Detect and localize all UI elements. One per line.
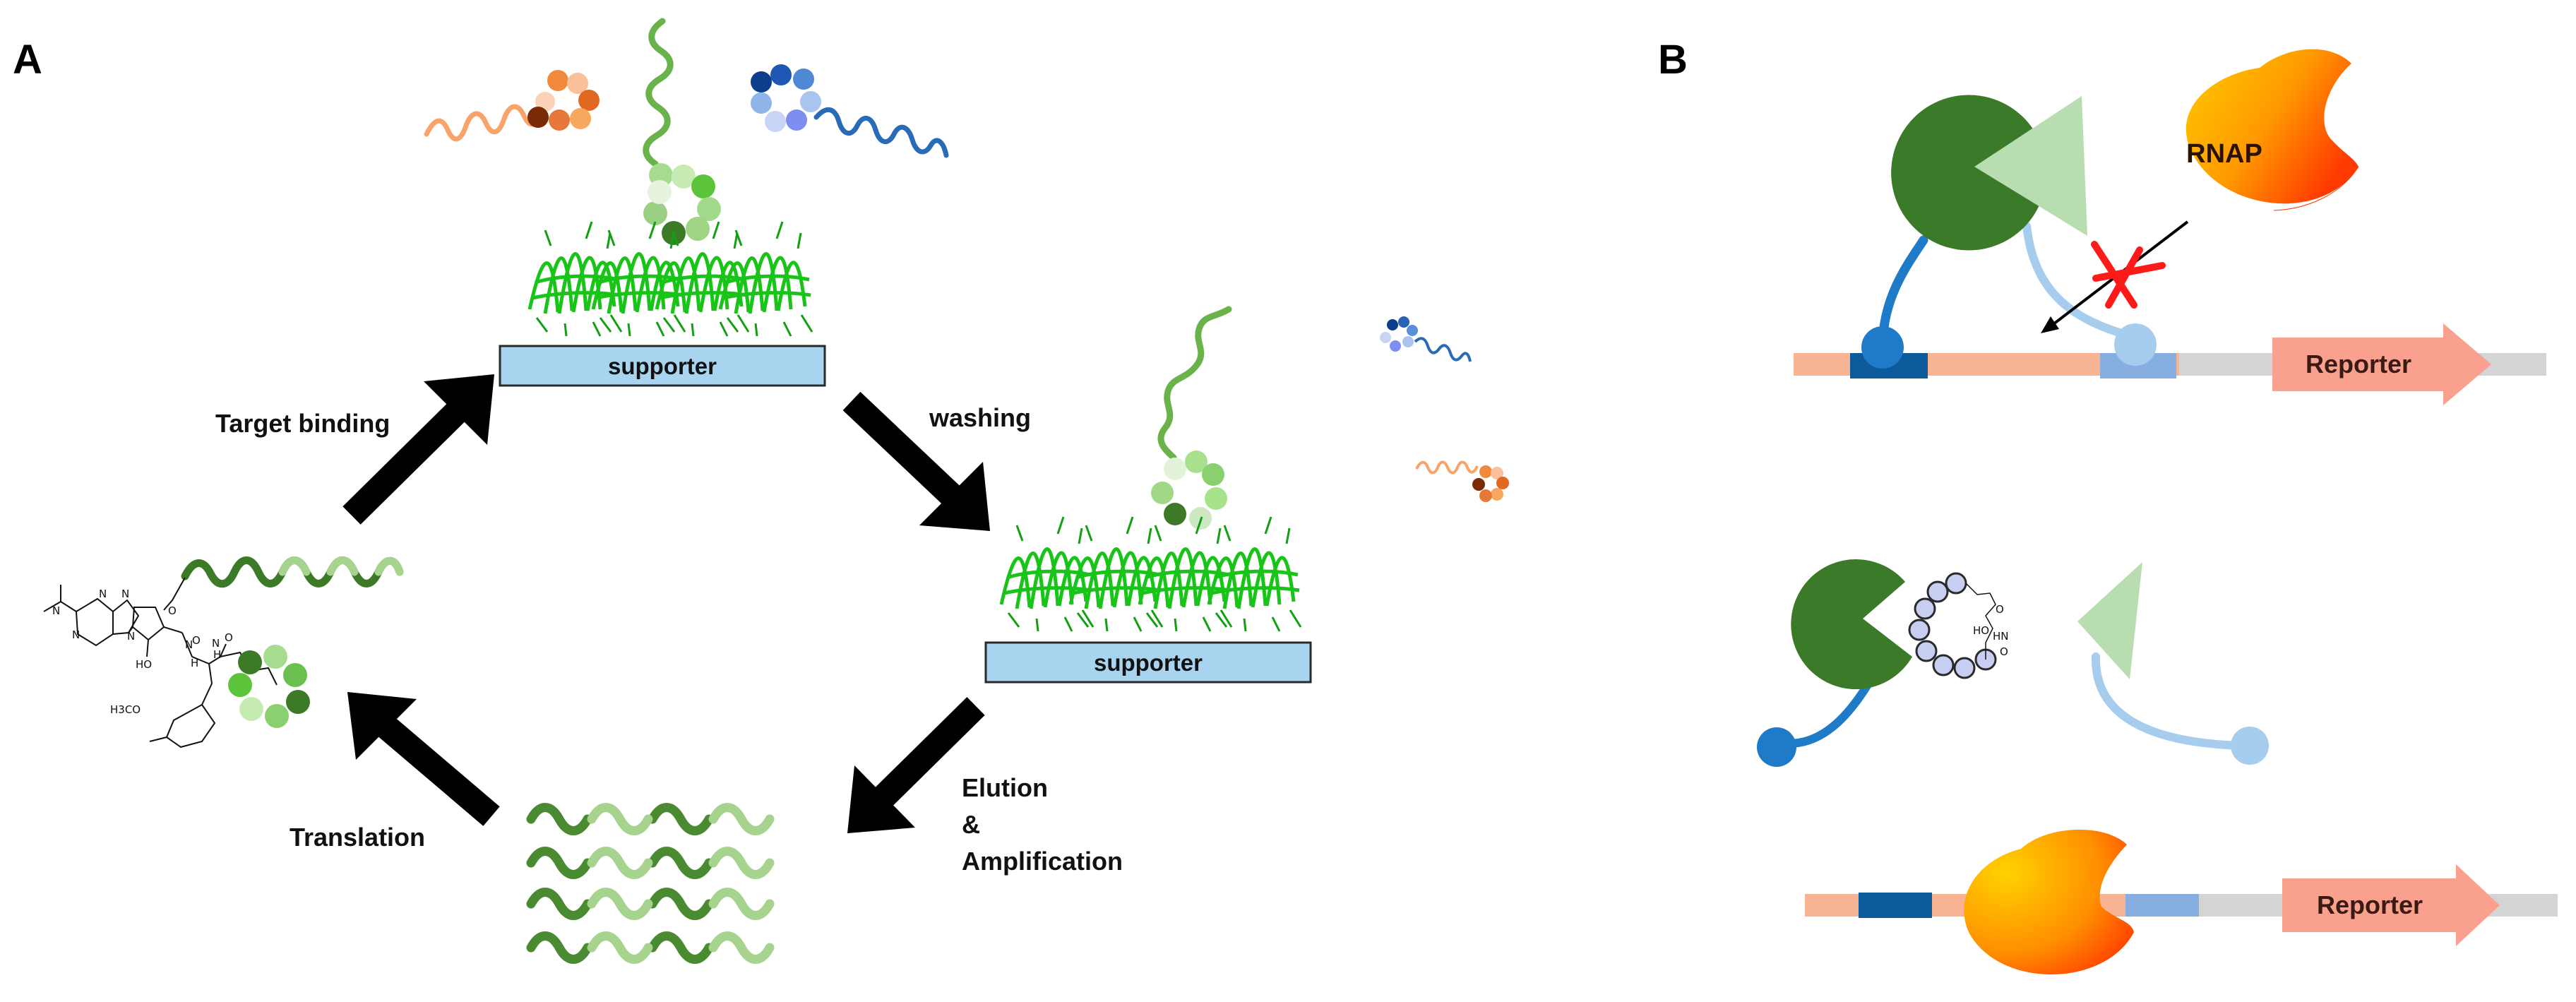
- step-elution-line1: Elution: [962, 773, 1048, 802]
- blocked-binding-arrow: [2041, 220, 2189, 333]
- support-right-label: supporter: [1094, 650, 1203, 676]
- arrow-washing: [842, 391, 990, 531]
- green-peptide-ring: [228, 645, 310, 728]
- svg-text:HN: HN: [1993, 630, 2009, 643]
- reporter-top-label: Reporter: [2306, 350, 2411, 378]
- svg-text:N: N: [127, 630, 135, 643]
- support-right: supporter: [984, 641, 1312, 684]
- light-green-triangle-top: [1974, 96, 2087, 236]
- svg-text:N: N: [99, 588, 107, 600]
- step-target-binding: Target binding: [215, 409, 390, 438]
- puromycin-mrna-peptide: N N N N N O HO N H O O N H H3CO: [43, 556, 404, 748]
- panel-b-letter: B: [1658, 37, 1688, 83]
- svg-text:O: O: [1996, 603, 2004, 616]
- dark-green-pacman-top: [1891, 95, 2041, 251]
- arrow-elution-amplification: [847, 697, 985, 833]
- support-top: supporter: [499, 345, 826, 387]
- panel-b: B Reporter RNAP: [1658, 37, 2558, 974]
- svg-text:O: O: [192, 634, 201, 647]
- bound-green-peptide-mrna-right: [1151, 306, 1232, 530]
- reporter-bottom-label: Reporter: [2317, 890, 2423, 919]
- svg-text:N: N: [72, 628, 80, 641]
- svg-text:H: H: [213, 648, 221, 661]
- svg-text:H3CO: H3CO: [110, 703, 141, 716]
- reporter-arrow-bottom: Reporter: [2282, 864, 2500, 946]
- dimer-top: [1861, 95, 2157, 369]
- rnap-top: RNAP: [2186, 49, 2359, 211]
- dimer-bottom-dissociated: [1757, 559, 2269, 767]
- amplified-mrna-pool: [531, 808, 770, 960]
- svg-text:HO: HO: [1973, 624, 1989, 637]
- step-elution-line3: Amplification: [962, 847, 1123, 876]
- rnap-label: RNAP: [2186, 139, 2262, 169]
- washed-orange-peptide: [1415, 460, 1509, 502]
- svg-text:HO: HO: [136, 658, 152, 671]
- arrow-target-binding: [342, 374, 494, 525]
- step-washing: washing: [929, 403, 1031, 432]
- svg-text:H: H: [191, 657, 198, 669]
- svg-text:O: O: [2000, 645, 2008, 658]
- dark-green-pacman-bottom: [1791, 559, 1912, 690]
- arrow-translation: [347, 692, 500, 826]
- blue-peptide-mrna: [751, 64, 949, 158]
- panel-a-letter: A: [13, 37, 42, 83]
- washed-blue-peptide: [1380, 316, 1472, 362]
- svg-text:N: N: [212, 637, 220, 650]
- cyclic-peptide-ligand: O HN HO O: [1908, 572, 2009, 679]
- svg-text:N: N: [185, 638, 193, 651]
- support-top-label: supporter: [608, 353, 717, 379]
- svg-text:O: O: [225, 631, 233, 644]
- svg-text:N: N: [52, 604, 60, 617]
- rnap-bottom: [1964, 829, 2134, 974]
- reporter-arrow-top: Reporter: [2272, 323, 2491, 405]
- bound-green-peptide-mrna-top: [643, 18, 721, 245]
- step-translation: Translation: [290, 823, 425, 852]
- mrna-strand: [181, 556, 404, 588]
- puromycin-atom-labels: N N N N N O HO N H O O N H H3CO: [52, 588, 233, 716]
- puromycin-structure: [43, 577, 278, 748]
- light-green-triangle-bottom: [2077, 562, 2142, 679]
- svg-text:N: N: [121, 588, 129, 600]
- step-elution-line2: &: [962, 810, 980, 839]
- panel-a: A: [13, 18, 1509, 960]
- immobilized-target-proteins-right: [1001, 517, 1301, 631]
- orange-peptide-mrna: [424, 70, 600, 142]
- svg-text:O: O: [168, 604, 177, 617]
